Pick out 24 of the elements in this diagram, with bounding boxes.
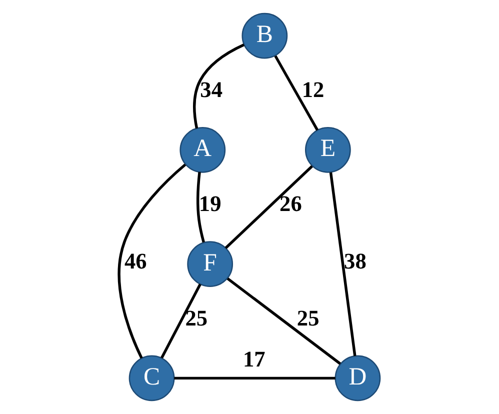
edge-label: 25 [185,305,208,330]
node-circle: F [187,241,234,288]
edge-label: 26 [280,191,302,216]
node-circle: A [180,126,226,173]
edge-label: 38 [344,248,366,274]
connector [196,172,205,243]
connector [193,43,245,129]
edge-label: 17 [242,346,266,372]
connector [226,277,342,365]
node-circle: B [242,12,288,59]
edge-label: 25 [296,305,320,330]
connector [224,165,313,249]
connector [329,172,356,356]
connector [274,55,319,131]
edge-label: 12 [302,77,324,102]
node-circle: E [304,126,351,173]
connector [160,284,202,359]
connector [174,376,336,380]
node-circle: C [128,355,175,402]
edge-label: 46 [124,248,147,274]
node-circle: D [334,355,381,402]
edge-label: 19 [198,191,222,216]
edge-label: 34 [200,77,222,102]
connector [118,164,186,359]
